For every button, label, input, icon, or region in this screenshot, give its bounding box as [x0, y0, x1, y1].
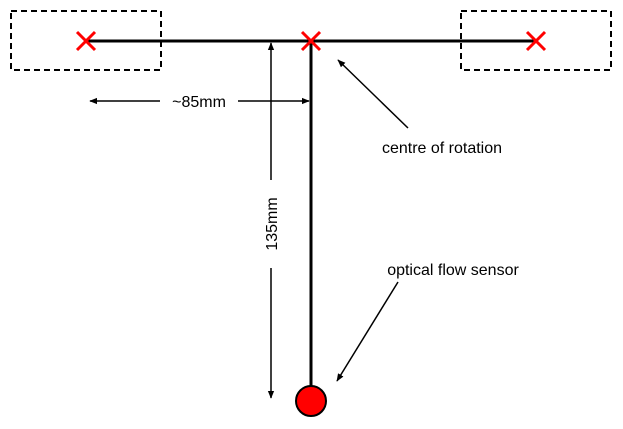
left-wheel-box	[10, 10, 162, 71]
rotation-centre-pointer	[337, 59, 409, 129]
sensor-label: optical flow sensor	[387, 262, 519, 279]
sensor-pointer	[336, 281, 399, 382]
width-dimension-label: ~85mm	[172, 94, 226, 111]
right-wheel-cross-icon	[525, 30, 547, 52]
left-wheel-cross-icon	[75, 30, 97, 52]
sensor-circle	[295, 385, 327, 417]
right-wheel-box	[460, 10, 612, 71]
length-dimension-label: 135mm	[264, 197, 281, 250]
rotation-centre-label: centre of rotation	[382, 140, 502, 157]
centre-cross-icon	[300, 30, 322, 52]
